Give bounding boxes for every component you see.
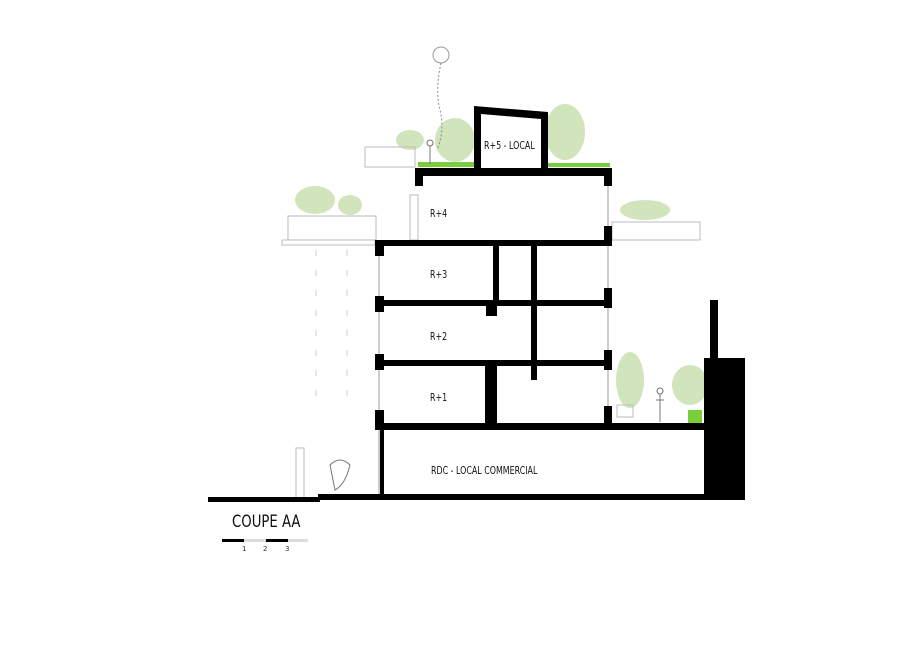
drawing-title: COUPE AA xyxy=(232,512,301,532)
scale-tick-3: 3 xyxy=(285,545,290,553)
level-label-r3: R+3 xyxy=(430,268,448,281)
human-figures xyxy=(329,139,664,491)
level-label-r1: R+1 xyxy=(430,391,448,404)
vegetation xyxy=(295,104,708,408)
balloon xyxy=(432,46,450,64)
r5-volume xyxy=(474,106,548,172)
scale-bar xyxy=(210,497,318,542)
level-label-r2: R+2 xyxy=(430,330,448,343)
scale-tick-1: 1 xyxy=(242,545,247,553)
green-roof-grass xyxy=(418,162,702,423)
level-label-r4: R+4 xyxy=(430,207,448,220)
scale-tick-2: 2 xyxy=(263,545,268,553)
structure xyxy=(208,106,745,502)
level-label-rdc: RDC - LOCAL COMMERCIAL xyxy=(431,464,538,477)
level-label-r5: R+5 - LOCAL xyxy=(484,139,535,152)
